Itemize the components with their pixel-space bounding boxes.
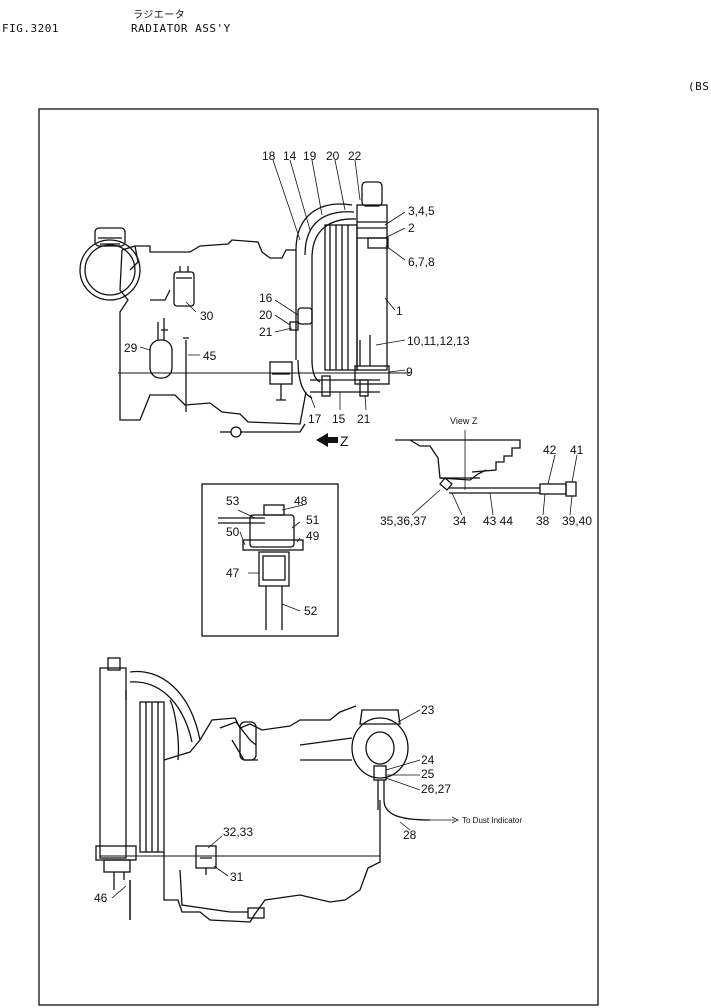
- label-24: 24: [421, 753, 435, 767]
- label-10-13: 10,11,12,13: [407, 334, 470, 348]
- label-31: 31: [230, 870, 244, 884]
- label-19: 19: [303, 149, 317, 163]
- label-21-mid: 21: [259, 325, 273, 339]
- label-35-37: 35,36,37: [380, 514, 427, 528]
- label-30: 30: [200, 309, 214, 323]
- label-16: 16: [259, 291, 273, 305]
- label-9: 9: [406, 365, 413, 379]
- label-20-mid: 20: [259, 308, 273, 322]
- label-26-27: 26,27: [421, 782, 451, 796]
- label-42: 42: [543, 443, 557, 457]
- label-46: 46: [94, 891, 108, 905]
- label-25: 25: [421, 767, 435, 781]
- label-2: 2: [408, 221, 415, 235]
- label-53: 53: [226, 494, 240, 508]
- label-15: 15: [332, 412, 346, 426]
- lower-side-view: [95, 657, 459, 923]
- upper-engine-view: [79, 159, 410, 438]
- label-39-40: 39,40: [562, 514, 592, 528]
- label-38: 38: [536, 514, 550, 528]
- radiator-tank: [356, 204, 388, 371]
- label-20-top: 20: [326, 149, 340, 163]
- label-6-7-8: 6,7,8: [408, 255, 435, 269]
- view-z-detail: [395, 430, 578, 516]
- label-28: 28: [403, 828, 417, 842]
- figure-number: FIG.3201: [2, 22, 59, 35]
- label-43-44: 43 44: [483, 514, 513, 528]
- label-14: 14: [283, 149, 297, 163]
- label-3-4-5: 3,4,5: [408, 204, 435, 218]
- label-17: 17: [308, 412, 322, 426]
- label-41: 41: [570, 443, 584, 457]
- label-51: 51: [306, 513, 320, 527]
- figure-title: RADIATOR ASS'Y: [131, 22, 231, 35]
- label-52: 52: [304, 604, 318, 618]
- label-49: 49: [306, 529, 320, 543]
- title-japanese: ラジエータ: [133, 10, 186, 21]
- diagram-frame: [38, 108, 599, 1006]
- corner-code: (BS: [688, 80, 710, 93]
- label-45: 45: [203, 349, 217, 363]
- label-34: 34: [453, 514, 467, 528]
- label-23: 23: [421, 703, 435, 717]
- label-48: 48: [294, 494, 308, 508]
- label-50: 50: [226, 525, 240, 539]
- label-29: 29: [124, 341, 138, 355]
- label-18: 18: [262, 149, 276, 163]
- label-1: 1: [396, 304, 403, 318]
- label-32-33: 32,33: [223, 825, 253, 839]
- label-47: 47: [226, 566, 240, 580]
- label-21-bottom: 21: [357, 412, 371, 426]
- to-dust-indicator-note: To Dust Indicator: [462, 816, 522, 825]
- view-z-arrow: [316, 433, 338, 447]
- reservoir-detail-box: [201, 483, 339, 637]
- view-z-title: View Z: [450, 416, 478, 426]
- label-z: Z: [340, 433, 349, 449]
- air-cleaner-body: [79, 239, 141, 301]
- label-22: 22: [348, 149, 362, 163]
